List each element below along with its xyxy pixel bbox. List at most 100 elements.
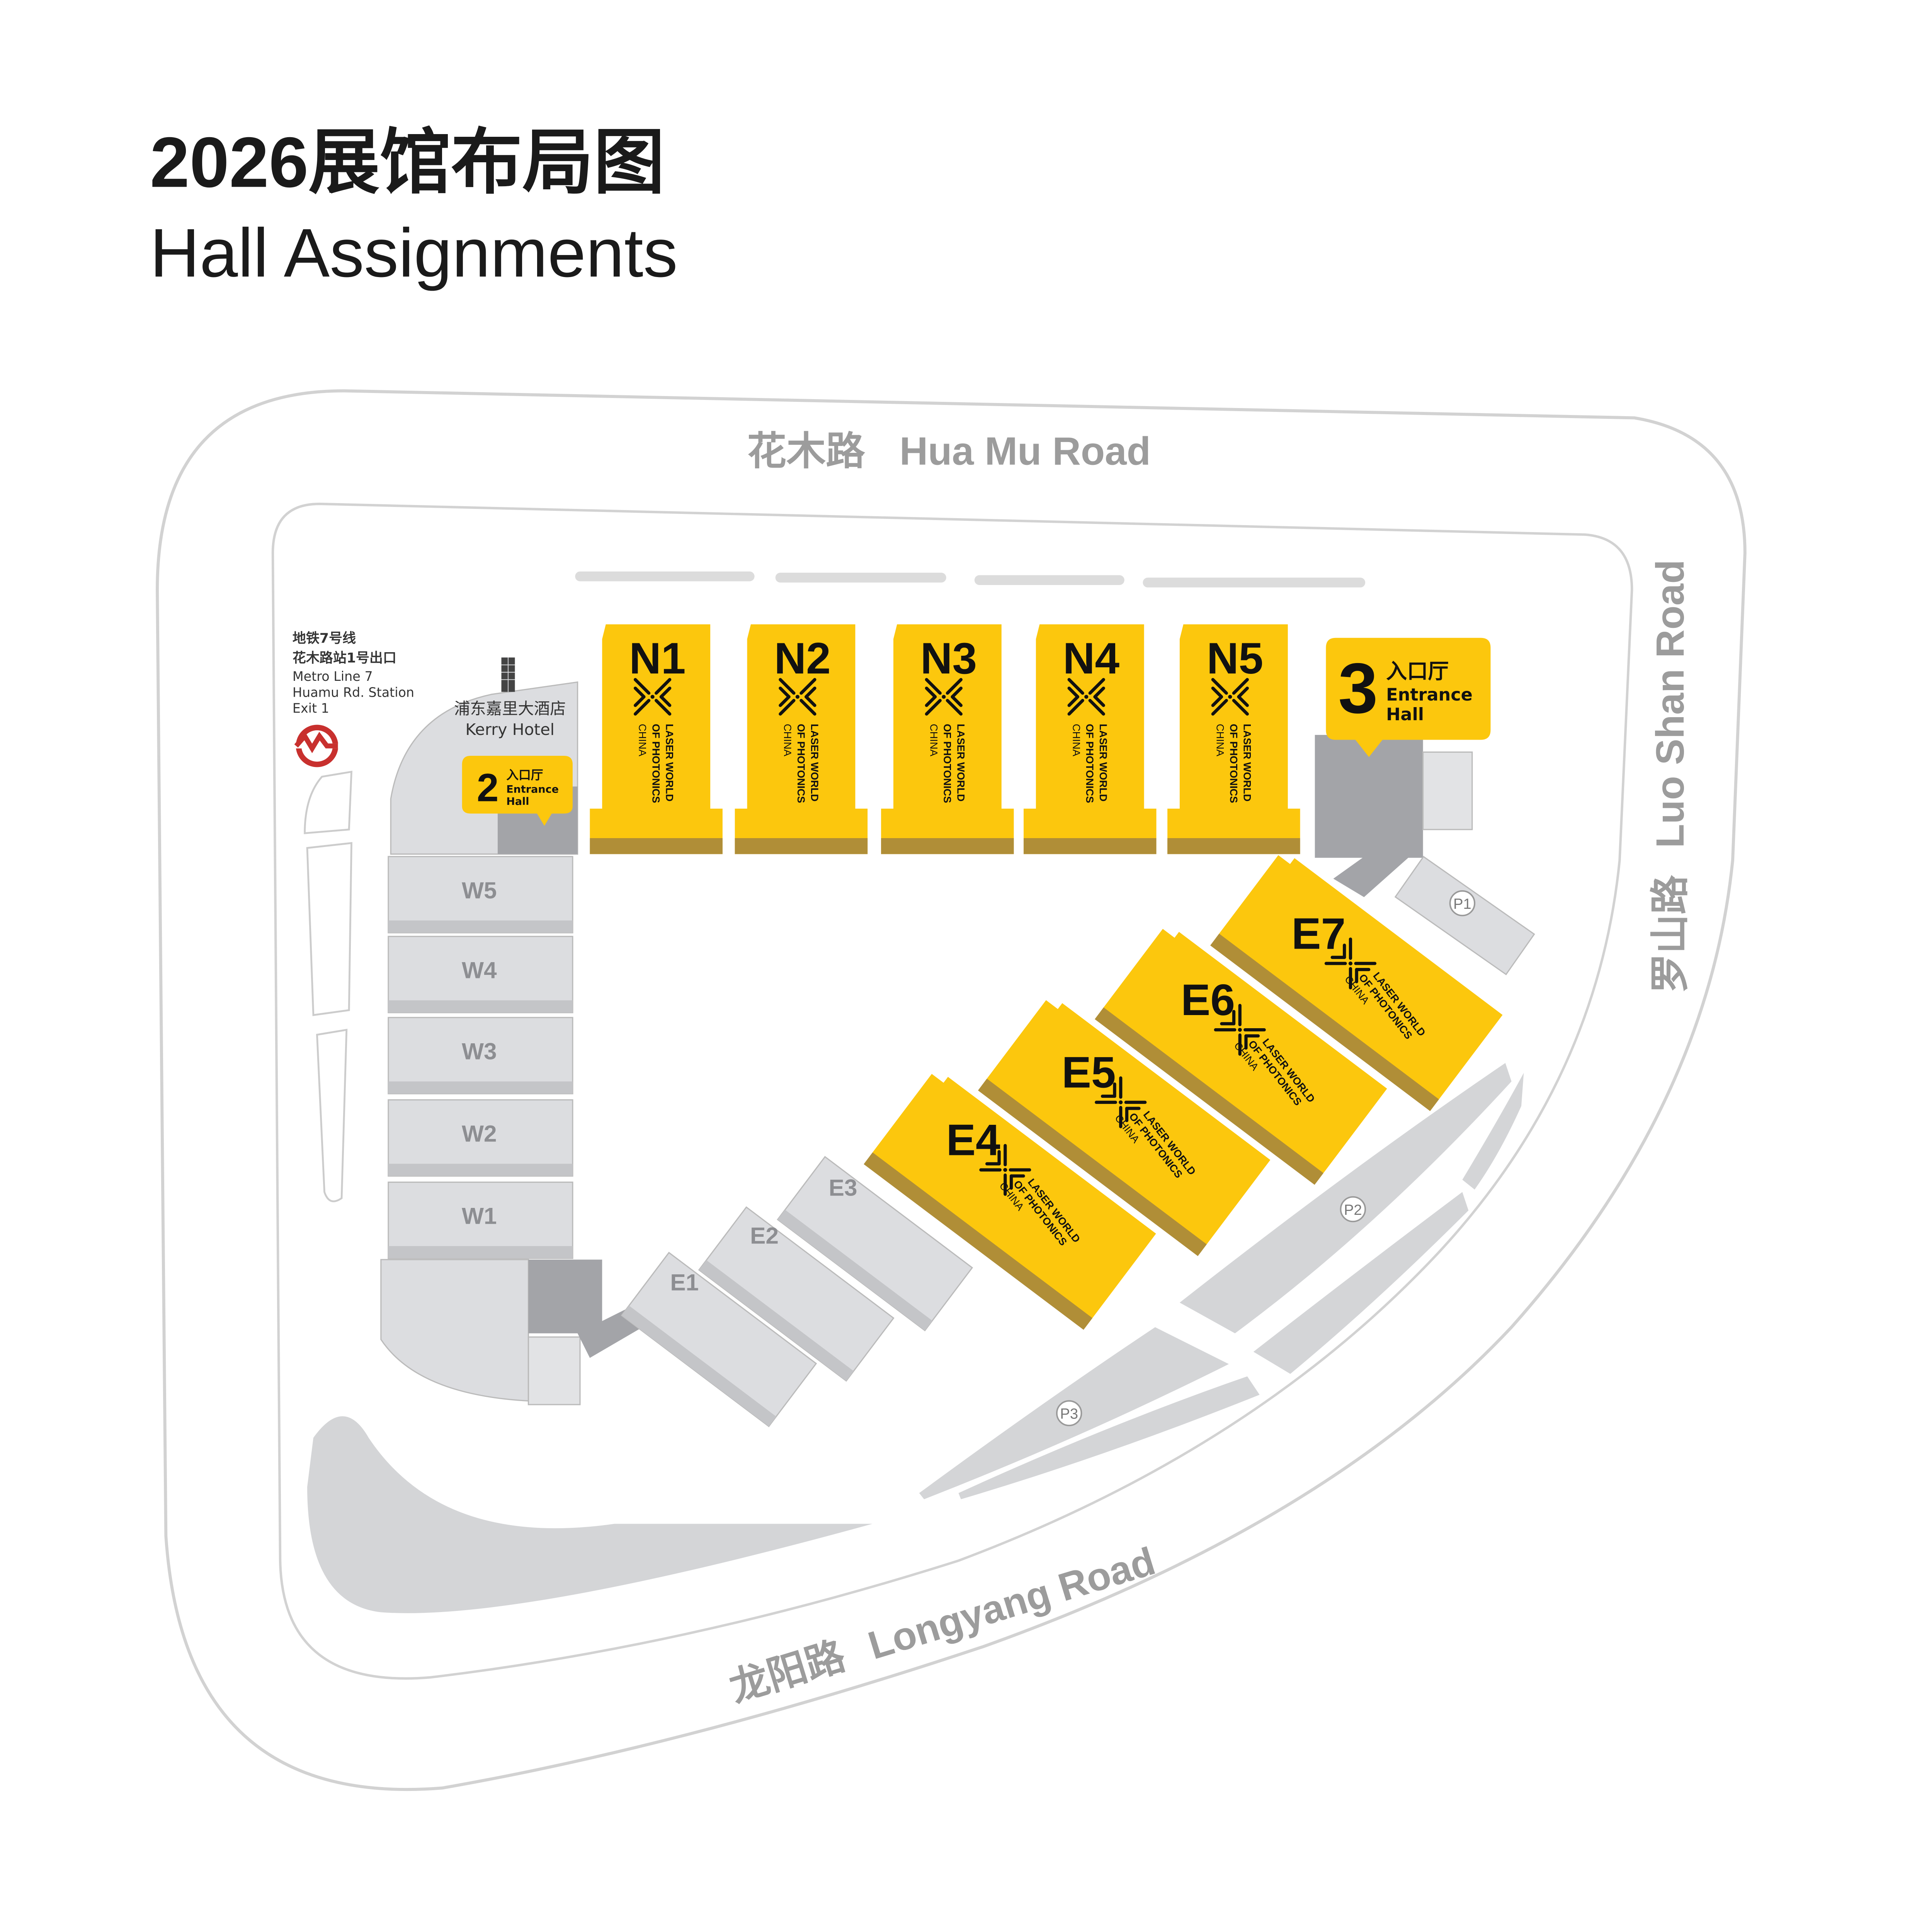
green-area: [307, 1416, 873, 1613]
svg-text:CHINA: CHINA: [1214, 724, 1226, 756]
hall-shape: [777, 1156, 973, 1332]
road-north-zh: 花木路: [747, 429, 865, 473]
svg-text:OF PHOTONICS: OF PHOTONICS: [795, 724, 807, 803]
hall-label: E1: [670, 1269, 699, 1295]
hall-side: [864, 1152, 1093, 1330]
hall-side: [1167, 838, 1300, 854]
road-label-north: 花木路 Hua Mu Road: [747, 429, 1151, 473]
entrance-hall-2-callout[interactable]: 2 入口厅 Entrance Hall: [462, 755, 573, 826]
hall-shape: [735, 624, 868, 854]
metro-exit-en: Exit 1: [293, 701, 329, 716]
hall-label: E3: [829, 1174, 857, 1201]
hall-shape: [590, 624, 723, 854]
inner-road-boundary: [271, 502, 1633, 1680]
entrance-2-en1: Entrance: [506, 783, 559, 795]
svg-text:LASER WORLD: LASER WORLD: [809, 724, 820, 801]
metro-line-en: Metro Line 7: [293, 669, 373, 684]
hall-label: E2: [750, 1222, 779, 1248]
hall-e3[interactable]: E3: [777, 1156, 973, 1332]
entrance-3-zh: 入口厅: [1386, 659, 1449, 684]
hall-side: [735, 838, 868, 854]
metro-exit-zh: 花木路站1号出口: [293, 650, 396, 666]
svg-text:P3: P3: [1060, 1406, 1078, 1422]
hall-shape: [869, 1074, 1156, 1328]
parking-icon: [1056, 1400, 1082, 1427]
hall-shape: [1216, 855, 1503, 1109]
title-en: Hall Assignments: [150, 214, 678, 291]
annex-building: [527, 1336, 581, 1405]
svg-text:P1: P1: [1453, 896, 1471, 912]
metro-logo-icon: [294, 724, 340, 767]
hall-side: [978, 1078, 1207, 1256]
hall-shape: [984, 1000, 1271, 1254]
entrance-2-en2: Hall: [506, 796, 529, 808]
entrance-3-en1: Entrance: [1386, 685, 1473, 705]
svg-text:CHINA: CHINA: [637, 724, 648, 756]
hall-shape: [388, 1099, 573, 1177]
hall-side: [388, 1000, 573, 1013]
parking-label-p3: P3: [1056, 1400, 1082, 1427]
parking-label-p1: P1: [1449, 890, 1476, 917]
metro-line-zh: 地铁7号线: [293, 631, 356, 646]
svg-text:LASER WORLD: LASER WORLD: [1241, 724, 1253, 801]
hall-side: [881, 838, 1014, 854]
parking-icon: [1340, 1196, 1366, 1223]
svg-text:CHINA: CHINA: [928, 724, 939, 756]
hall-w3[interactable]: W3: [388, 1017, 573, 1095]
hall-e2[interactable]: E2: [698, 1206, 895, 1382]
hall-label: W2: [462, 1121, 497, 1147]
hall-label: W1: [462, 1203, 497, 1229]
hall-side: [699, 1260, 854, 1381]
connector-walkway-n: [1333, 848, 1420, 897]
hall-shape: [881, 624, 1014, 854]
west-south-building: [380, 1259, 529, 1402]
parking-p2-area-2: [1253, 1192, 1469, 1374]
north-walkways: [575, 571, 1366, 588]
hall-side: [388, 1081, 573, 1094]
hall-shape: [698, 1206, 895, 1382]
hall-side: [777, 1209, 932, 1331]
svg-text:OF PHOTONICS: OF PHOTONICS: [650, 724, 662, 803]
hall-w4[interactable]: W4: [388, 935, 573, 1014]
svg-text:CHINA: CHINA: [782, 724, 793, 756]
hall-w2[interactable]: W2: [388, 1099, 573, 1177]
hall-w1[interactable]: W1: [388, 1181, 573, 1259]
hall-shape: [1024, 624, 1157, 854]
hall-shape: [621, 1252, 817, 1427]
hall-label: E4: [946, 1116, 1000, 1165]
entrance-2-zh: 入口厅: [506, 768, 543, 782]
hall-label: E6: [1181, 975, 1235, 1025]
hall-label: E5: [1062, 1048, 1116, 1097]
hall-e1[interactable]: E1: [621, 1252, 817, 1427]
metro-station-en: Huamu Rd. Station: [293, 685, 414, 700]
parking-p2-area-1: [1179, 1063, 1512, 1333]
metro-info: 地铁7号线 花木路站1号出口 Metro Line 7 Huamu Rd. St…: [293, 631, 414, 716]
svg-text:OF PHOTONICS: OF PHOTONICS: [941, 724, 953, 803]
hall-label: N4: [1063, 634, 1120, 683]
road-east-en: Luo Shan Road: [1648, 560, 1692, 848]
hall-shape: [388, 1181, 573, 1259]
svg-text:LASER WORLD: LASER WORLD: [955, 724, 966, 801]
hall-label: W5: [462, 877, 497, 903]
hall-shape: [1101, 929, 1387, 1183]
road-south-en: Longyang Road: [863, 1539, 1160, 1668]
entrance-hall-3-callout[interactable]: 3 入口厅 Entrance Hall: [1326, 638, 1491, 757]
road-east-zh: 罗山路: [1648, 875, 1692, 993]
hall-w5[interactable]: W5: [388, 856, 573, 934]
hall-side: [1024, 838, 1157, 854]
